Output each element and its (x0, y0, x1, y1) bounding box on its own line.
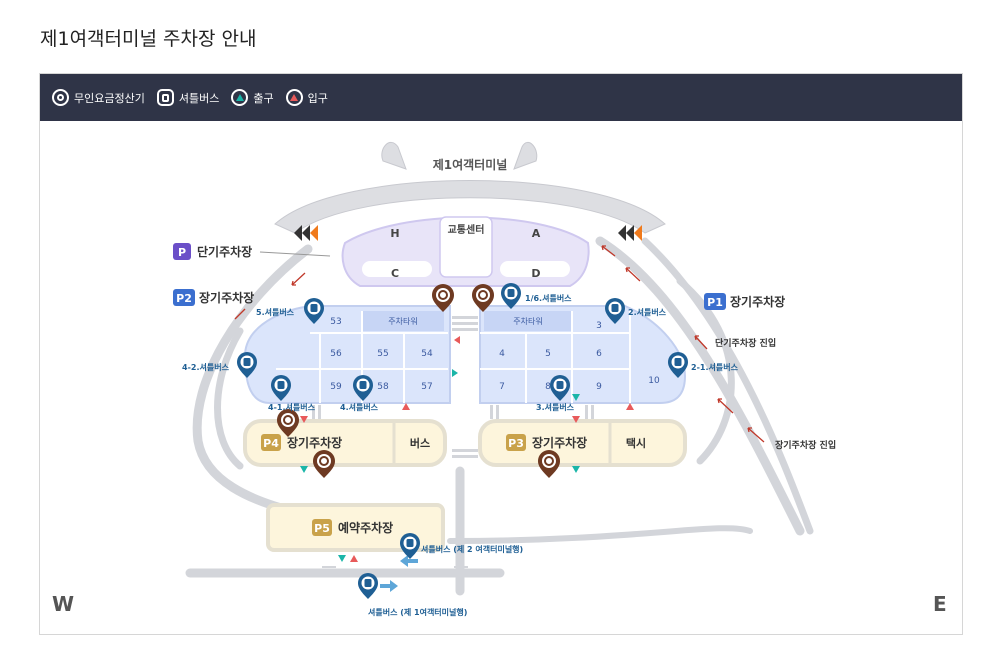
traffic-center-label: 교통센터 (448, 223, 485, 236)
zone-c: C (391, 267, 399, 280)
roads (185, 236, 814, 596)
terminal-building: 제1여객터미널 (274, 141, 666, 234)
chevron-icon (294, 225, 318, 241)
map-drawing: 제1여객터미널 교통센터 H A C D 주차타워 (173, 141, 836, 617)
p4-badge: P4 (263, 437, 279, 450)
cell-5: 5 (545, 349, 551, 359)
shuttle-bus-icon (156, 89, 174, 106)
p2-label-group: P2 장기주차장 (173, 289, 254, 306)
legend-label: 무인요금정산기 (74, 91, 145, 105)
cell-4: 4 (499, 349, 505, 359)
zone-a: A (532, 227, 541, 240)
p1-label-group: P1 장기주차장 (704, 293, 785, 310)
cell-6: 6 (596, 349, 602, 359)
legend-exit: 출구 (231, 89, 274, 106)
cell-57: 57 (421, 382, 432, 392)
traffic-center: 교통센터 H A C D (341, 216, 590, 287)
shuttle-stop-label: 4-1.셔틀버스 (268, 402, 316, 412)
legend-shuttle-bus: 셔틀버스 (156, 89, 220, 106)
taxi-lot-label: 택시 (626, 436, 646, 450)
p1-label: 장기주차장 (730, 294, 785, 309)
legend-label: 입구 (307, 91, 328, 105)
cell-8: 8 (545, 382, 551, 392)
cell-9: 9 (596, 382, 602, 392)
eastbound-arrow-icon (380, 580, 398, 592)
payment-machine-pin[interactable] (312, 449, 336, 479)
payment-machine-icon (52, 89, 69, 106)
p5-label: 예약주차장 (338, 520, 393, 535)
payment-machine-pin[interactable] (537, 449, 561, 479)
shuttle-stop-label: 1/6.셔틀버스 (525, 293, 572, 303)
cell-10: 10 (648, 376, 660, 386)
compass-east: E (933, 592, 947, 616)
p4-label: 장기주차장 (287, 435, 342, 450)
westbound-arrow-icon (400, 555, 418, 567)
shuttle-stop-label: 셔틀버스 (제 1여객터미널행) (368, 607, 467, 617)
chevron-icon (618, 225, 642, 241)
cell-59: 59 (330, 382, 342, 392)
compass-west: W (52, 592, 75, 616)
entry-exit-markers (300, 336, 634, 562)
tower-label: 주차타워 (388, 317, 417, 326)
p3-label: 장기주차장 (532, 435, 587, 450)
tower-label: 주차타워 (513, 317, 542, 326)
p-short-term-label: P 단기주차장 (173, 243, 331, 260)
parking-map: 무인요금정산기 셔틀버스 출구 입구 (39, 73, 963, 635)
cell-56: 56 (330, 349, 342, 359)
shuttle-stop-label: 3.셔틀버스 (536, 402, 575, 412)
direction-arrows (234, 245, 765, 443)
shuttle-stop-label: 셔틀버스 (제 2 여객터미널행) (421, 544, 523, 554)
p2-badge: P2 (176, 292, 192, 305)
zone-h: H (390, 227, 399, 240)
cell-7: 7 (499, 382, 505, 392)
shuttle-stop-label: 5.셔틀버스 (256, 307, 295, 317)
shuttle-stop-label: 4-2.셔틀버스 (182, 362, 230, 372)
cell-53: 53 (330, 317, 341, 327)
cell-58: 58 (377, 382, 389, 392)
shuttle-stop-label: 2-1.셔틀버스 (691, 362, 739, 372)
bus-lot-label: 버스 (410, 436, 430, 450)
exit-icon (231, 89, 249, 106)
zone-d: D (531, 267, 540, 280)
shuttle-stop-pin[interactable] (400, 533, 420, 559)
terminal-name: 제1여객터미널 (433, 157, 508, 172)
p2-label: 장기주차장 (199, 290, 254, 305)
east-parking-block: 주차타워 3 4 5 6 10 7 8 9 (479, 305, 687, 404)
shuttle-stop-pin[interactable] (358, 573, 378, 599)
page-title: 제1여객터미널 주차장 안내 (40, 28, 257, 50)
entrance-icon (285, 89, 303, 106)
short-term-entry-label: 단기주차장 진입 (715, 337, 776, 349)
cell-55: 55 (377, 349, 388, 359)
shuttle-stop-label: 2.셔틀버스 (628, 307, 667, 317)
crosswalks (312, 316, 594, 576)
cell-54: 54 (421, 349, 433, 359)
p4-lot: P4 장기주차장 버스 (243, 419, 447, 467)
long-term-entry-label: 장기주차장 진입 (775, 439, 836, 451)
p5-lot: P5 예약주차장 (266, 503, 445, 552)
p-label: 단기주차장 (197, 244, 252, 259)
legend-label: 출구 (253, 91, 274, 105)
legend-payment-machine: 무인요금정산기 (52, 89, 145, 106)
shuttle-stop-label: 4.셔틀버스 (340, 402, 379, 412)
p3-badge: P3 (508, 437, 524, 450)
legend-label: 셔틀버스 (178, 91, 220, 105)
map-legend: 무인요금정산기 셔틀버스 출구 입구 (40, 74, 962, 121)
cell-3: 3 (596, 321, 602, 331)
p5-badge: P5 (314, 522, 330, 535)
legend-entrance: 입구 (285, 89, 328, 106)
p-badge: P (178, 246, 186, 259)
p1-badge: P1 (707, 296, 723, 309)
p3-lot: P3 장기주차장 택시 (478, 419, 687, 467)
